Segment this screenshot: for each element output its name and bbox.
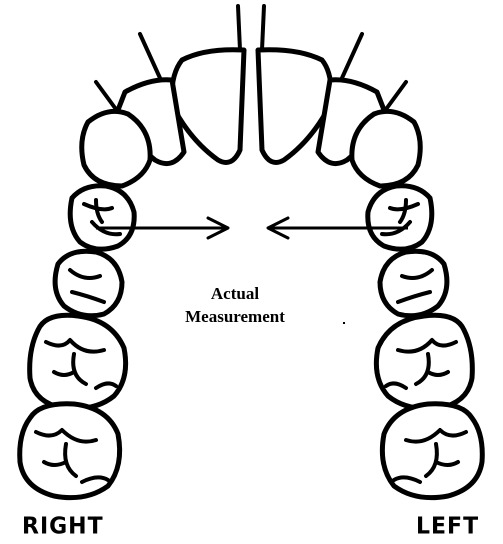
axis-line-lateral-right xyxy=(140,34,160,78)
second-molar-left xyxy=(382,404,482,498)
first-molar-left xyxy=(376,315,472,409)
left-side-label: LEFT xyxy=(416,513,479,539)
stray-dot xyxy=(343,322,345,324)
measurement-label-line1: Actual xyxy=(150,282,320,305)
first-premolar-right xyxy=(70,186,134,249)
axis-line-canine-left xyxy=(384,82,406,112)
axis-line-central-right xyxy=(238,6,240,50)
canine-right xyxy=(82,111,150,186)
second-premolar-right xyxy=(55,251,122,316)
measurement-label: Actual Measurement xyxy=(150,282,320,328)
axis-line-lateral-left xyxy=(342,34,362,78)
canine-left xyxy=(352,111,420,186)
first-premolar-left xyxy=(368,186,432,249)
axis-line-central-left xyxy=(262,6,264,50)
measurement-label-line2: Measurement xyxy=(150,305,320,328)
first-molar-right xyxy=(30,315,126,409)
axis-line-canine-right xyxy=(96,82,118,112)
second-molar-right xyxy=(20,404,120,498)
right-side-label: RIGHT xyxy=(22,513,104,539)
second-premolar-left xyxy=(380,251,447,316)
